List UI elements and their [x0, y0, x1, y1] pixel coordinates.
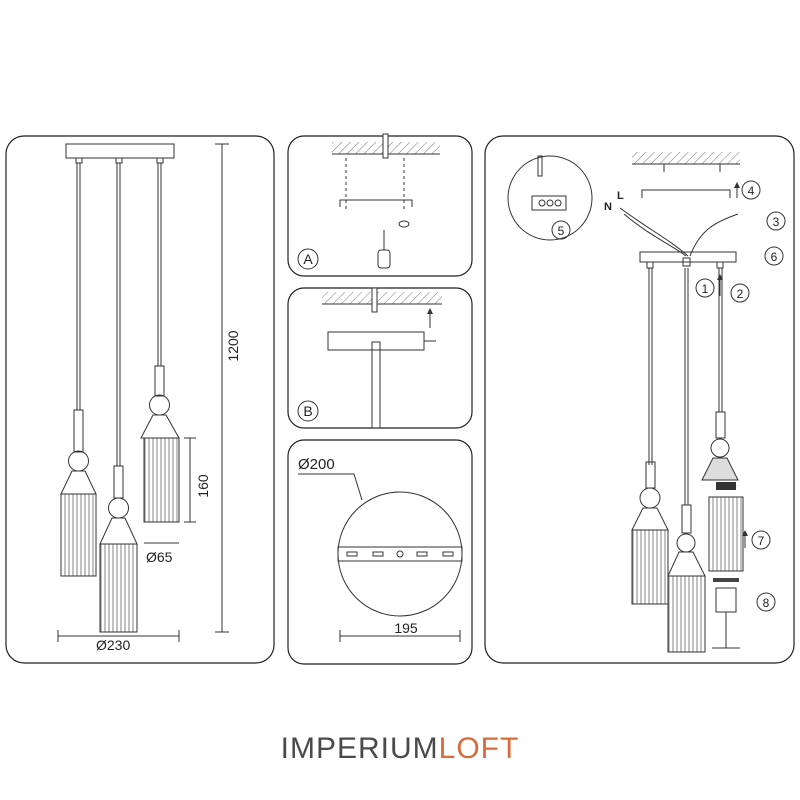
shade-diameter-label: Ø65 — [146, 549, 173, 565]
svg-text:3: 3 — [773, 215, 780, 229]
brand-part-1: IMPERIUM — [280, 732, 439, 765]
step-badge-1: 1 — [695, 278, 715, 298]
panel-dimensions: 1200 160 Ø65 Ø230 — [5, 135, 275, 664]
pendant-right — [140, 365, 180, 523]
svg-text:8: 8 — [763, 596, 770, 610]
step-badge-6: 6 — [764, 246, 784, 266]
brand-part-2: LOFT — [438, 732, 520, 765]
pendant-middle — [99, 465, 138, 633]
panel-a-mounting: A — [287, 133, 473, 277]
step-badge-3: 3 — [766, 211, 786, 231]
step-badge-2: 2 — [730, 283, 750, 303]
canopy-diameter-label: Ø200 — [298, 456, 335, 473]
svg-text:5: 5 — [558, 224, 565, 238]
shade-height-label: 160 — [195, 474, 211, 498]
panel-a-label: A — [303, 251, 313, 267]
height-label: 1200 — [225, 330, 241, 361]
step-badge-5: 5 — [551, 220, 571, 240]
step-badge-8: 8 — [756, 592, 776, 612]
panel-assembly-steps: N L 1 2 3 4 5 6 7 — [484, 135, 795, 664]
wire-label-n: N — [604, 201, 612, 213]
panel-c-canopy: Ø200 195 — [287, 439, 473, 665]
base-width-label: Ø230 — [96, 637, 130, 653]
brand-logo: IMPERIUMLOFT — [0, 732, 800, 766]
svg-text:1: 1 — [702, 282, 709, 296]
step-badge-7: 7 — [751, 530, 771, 550]
panel-b-label: B — [303, 403, 312, 419]
svg-text:7: 7 — [758, 534, 765, 548]
panel-b-fixing: B — [287, 287, 473, 429]
canopy-width-label: 195 — [394, 620, 418, 636]
pendant-left — [60, 409, 97, 577]
svg-text:2: 2 — [737, 287, 744, 301]
svg-text:4: 4 — [748, 184, 755, 198]
step-badge-4: 4 — [741, 180, 761, 200]
svg-text:6: 6 — [771, 250, 778, 264]
wire-label-l: L — [617, 190, 624, 202]
